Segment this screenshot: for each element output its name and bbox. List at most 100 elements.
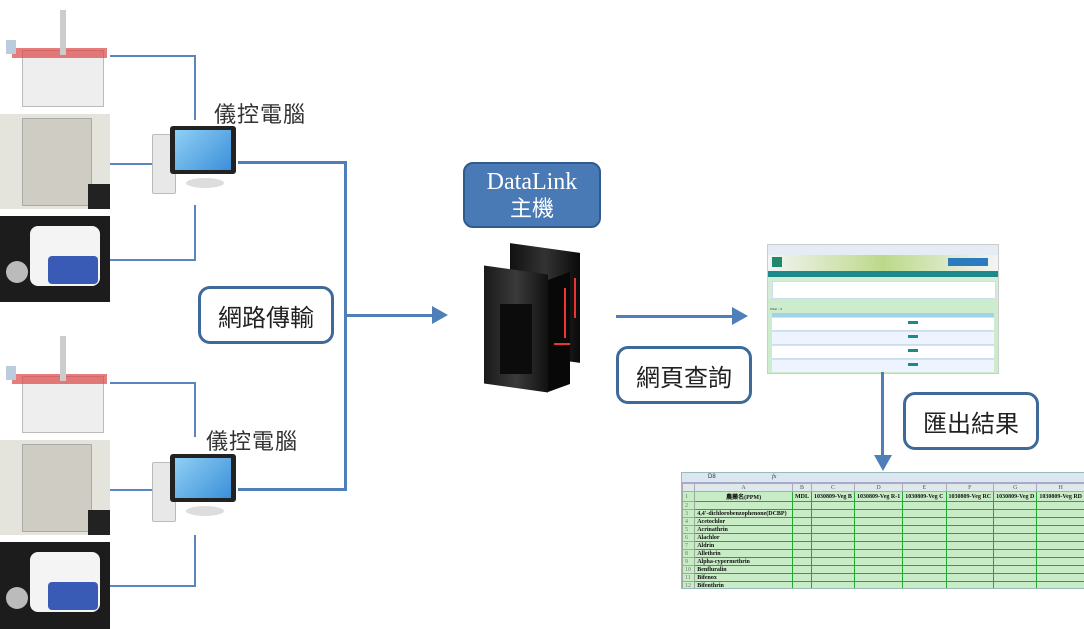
fx-label: fx <box>772 474 777 480</box>
empty-cell <box>1036 581 1084 588</box>
row-number: 9 <box>682 557 696 566</box>
desktop-computer-icon <box>150 452 240 524</box>
empty-cell <box>853 581 904 588</box>
empty-cell <box>791 525 812 534</box>
empty-cell <box>993 549 1038 558</box>
pesticide-name: Alpha-cypermethrin <box>694 557 793 566</box>
empty-cell <box>902 533 947 542</box>
empty-cell <box>945 581 995 588</box>
empty-cell <box>810 549 855 558</box>
pesticide-name: Bifenthrin <box>694 581 793 588</box>
instrument-lc-bottom <box>0 440 110 535</box>
row-number: 3 <box>682 509 696 518</box>
export-result-label: 匯出結果 <box>903 392 1039 450</box>
row-number: 4 <box>682 517 696 526</box>
arrow-right-icon <box>732 307 748 325</box>
empty-cell <box>993 565 1038 574</box>
row-number: 10 <box>682 565 696 574</box>
empty-cell <box>853 557 904 566</box>
pesticide-name: 4,4'-dichlorobenzophenone(DCBP) <box>694 509 793 518</box>
empty-cell <box>945 549 995 558</box>
empty-cell <box>810 581 855 588</box>
empty-cell <box>1036 549 1084 558</box>
empty-cell <box>1036 509 1084 518</box>
empty-cell <box>1036 541 1084 550</box>
column-letters: A B C D E F G H <box>682 483 1084 492</box>
pc-label-top: 儀控電腦 <box>214 103 307 128</box>
empty-cell <box>810 525 855 534</box>
empty-cell <box>791 573 812 582</box>
empty-cell <box>853 525 904 534</box>
empty-cell <box>902 557 947 566</box>
pesticide-name: Benfluralin <box>694 565 793 574</box>
empty-cell <box>853 509 904 518</box>
empty-cell <box>791 557 812 566</box>
instrument-gc-top <box>2 10 110 108</box>
empty-cell <box>791 509 812 518</box>
empty-cell <box>993 501 1038 510</box>
empty-cell <box>791 565 812 574</box>
empty-cell <box>853 501 904 510</box>
pesticide-name: Acrinathrin <box>694 525 793 534</box>
instrument-balance-bottom <box>0 542 110 629</box>
spreadsheet-table: A B C D E F G H 1 農藥名(PPM) MDL 1030809-V… <box>682 483 1084 588</box>
empty-cell <box>853 517 904 526</box>
empty-cell <box>791 501 812 510</box>
empty-cell <box>853 533 904 542</box>
empty-cell <box>993 509 1038 518</box>
empty-cell <box>1036 557 1084 566</box>
export-spreadsheet: D8 fx A B C D E F G H 1 農藥名(PPM) MDL 103… <box>681 472 1084 589</box>
empty-cell <box>1036 533 1084 542</box>
empty-cell <box>810 565 855 574</box>
server-tower-icon <box>482 243 592 393</box>
empty-cell <box>993 533 1038 542</box>
empty-cell <box>810 541 855 550</box>
empty-cell <box>945 509 995 518</box>
instrument-gc-bottom <box>2 336 110 434</box>
empty-cell <box>853 565 904 574</box>
web-query-screenshot: Total : 4 <box>767 244 999 374</box>
empty-cell <box>945 517 995 526</box>
row-number: 6 <box>682 533 696 542</box>
pesticide-name: Bifenox <box>694 573 793 582</box>
pesticide-name: Aldrin <box>694 541 793 550</box>
header-row: 1 農藥名(PPM) MDL 1030809-Veg B 1030809-Veg… <box>682 491 1084 502</box>
instrument-lc-top <box>0 114 110 209</box>
empty-cell <box>902 517 947 526</box>
pesticide-name <box>694 501 793 510</box>
instrument-balance-top <box>0 216 110 302</box>
empty-cell <box>1036 525 1084 534</box>
empty-cell <box>945 541 995 550</box>
empty-cell <box>945 573 995 582</box>
empty-cell <box>945 533 995 542</box>
empty-cell <box>902 509 947 518</box>
empty-cell <box>993 581 1038 588</box>
empty-cell <box>902 573 947 582</box>
empty-cell <box>993 541 1038 550</box>
server-title-box: DataLink 主機 <box>463 162 601 228</box>
arrow-right-icon <box>432 306 448 324</box>
empty-cell <box>945 565 995 574</box>
empty-cell <box>902 549 947 558</box>
desktop-computer-icon <box>150 124 240 196</box>
empty-cell <box>853 549 904 558</box>
empty-cell <box>945 557 995 566</box>
empty-cell <box>945 525 995 534</box>
row-number: 8 <box>682 549 696 558</box>
row-number: 12 <box>682 581 696 588</box>
network-transfer-label: 網路傳輸 <box>198 286 334 344</box>
server-title-line2: 主機 <box>509 197 554 222</box>
pesticide-name: Allethrin <box>694 549 793 558</box>
empty-cell <box>791 533 812 542</box>
web-query-label: 網頁查詢 <box>616 346 752 404</box>
empty-cell <box>993 517 1038 526</box>
empty-cell <box>791 581 812 588</box>
empty-cell <box>1036 565 1084 574</box>
